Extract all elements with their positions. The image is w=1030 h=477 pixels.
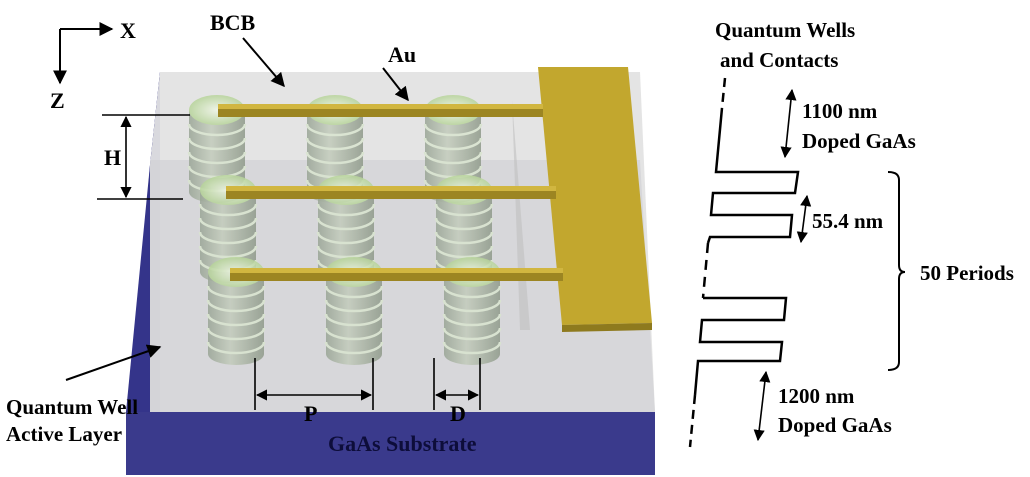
period-thickness-label: 55.4 nm	[812, 209, 884, 233]
periods-label: 50 Periods	[920, 261, 1014, 285]
diameter-dimension: D	[433, 358, 481, 426]
pitch-dimension: P	[254, 358, 374, 426]
height-label: H	[104, 145, 121, 170]
profile-upper-wells	[706, 107, 800, 244]
substrate-front-face	[126, 412, 655, 475]
active-layer-callout: Quantum Well Active Layer	[6, 344, 162, 446]
contact-finger	[230, 268, 563, 281]
bcb-label: BCB	[210, 10, 256, 35]
bottom-thickness-arrow	[753, 370, 771, 442]
periods-brace	[887, 171, 906, 371]
bcb-front-face	[150, 160, 655, 412]
au-label: Au	[388, 42, 416, 67]
coordinate-axes: X Z	[50, 18, 136, 113]
band-title-line1: Quantum Wells	[715, 18, 855, 42]
bcb-arrow	[242, 37, 285, 88]
top-thickness-label: 1100 nm	[802, 99, 878, 123]
profile-bottom-dashed	[688, 394, 697, 448]
x-axis-label: X	[120, 18, 136, 43]
height-dimension: H	[97, 114, 190, 200]
contact-pad	[538, 67, 652, 325]
period-arrow	[796, 194, 812, 244]
au-arrow	[382, 67, 409, 102]
pillar-array	[187, 95, 502, 365]
contact-finger	[226, 186, 556, 199]
profile-lower-wells	[693, 296, 788, 396]
top-thickness-arrow	[780, 88, 797, 159]
substrate-label: GaAs Substrate	[328, 431, 477, 456]
diameter-label: D	[450, 401, 466, 426]
active-layer-label-line2: Active Layer	[6, 422, 122, 446]
profile-top-dashed	[720, 77, 727, 109]
band-diagram: Quantum Wells and Contacts 1100 nm Doped…	[688, 18, 1014, 448]
pitch-label: P	[304, 401, 317, 426]
active-layer-label-line1: Quantum Well	[6, 395, 138, 419]
bottom-material-label: Doped GaAs	[778, 413, 892, 437]
band-title-line2: and Contacts	[720, 48, 838, 72]
bcb-layer	[150, 72, 655, 412]
active-layer-arrow	[65, 344, 162, 381]
bottom-thickness-label: 1200 nm	[778, 384, 855, 408]
contact-finger	[218, 104, 543, 117]
z-axis-label: Z	[50, 88, 65, 113]
top-material-label: Doped GaAs	[802, 129, 916, 153]
gold-contact	[218, 67, 652, 332]
profile-middle-dashed	[701, 242, 710, 299]
